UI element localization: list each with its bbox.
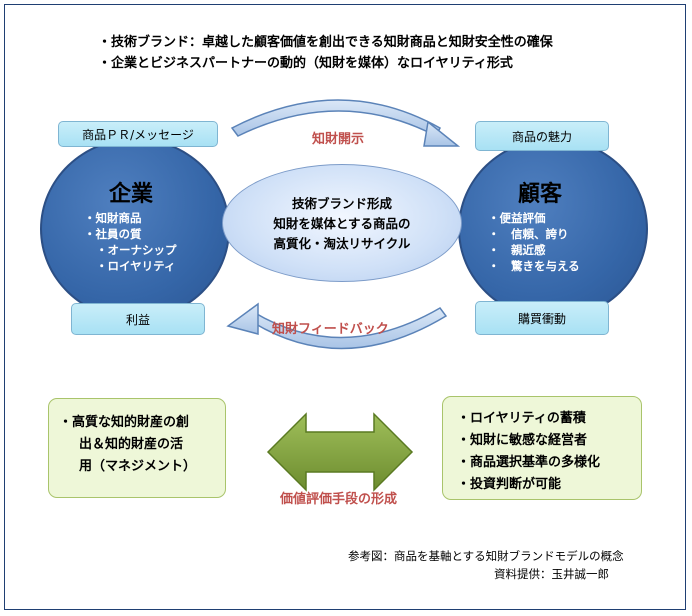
header-line-2: ・企業とビジネスパートナーの動的（知財を媒体）なロイヤリティ形式 <box>98 56 513 71</box>
company-item: ・ロイヤリティ <box>96 259 176 273</box>
customer-title: 顧客 <box>518 182 563 207</box>
header-line-1: ・技術ブランド：卓越した顧客価値を創出できる知財商品と知財安全性の確保 <box>98 35 553 50</box>
left-box-line: ・高質な知的財産の創 <box>59 415 190 430</box>
right-green-box: ・ロイヤリティの蓄積 ・知財に敏感な経営者 ・商品選択基準の多様化 ・投資判断が… <box>442 396 642 500</box>
center-line: 知財を媒体とする商品の <box>273 216 411 231</box>
left-green-box: ・高質な知的財産の創 出＆知的財産の活 用（マネジメント） <box>48 398 226 498</box>
company-circle <box>40 138 230 320</box>
customer-item: ・便益評価 <box>488 211 546 225</box>
customer-item: ・ 信頼、誇り <box>488 227 569 241</box>
diagram-frame <box>4 4 686 610</box>
customer-bottom-tag: 購買衝動 <box>475 301 609 335</box>
company-top-tag: 商品ＰＲ/メッセージ <box>58 121 218 147</box>
double-green-arrow <box>266 412 414 492</box>
right-box-line: ・知財に敏感な経営者 <box>457 433 588 448</box>
right-box-line: ・投資判断が可能 <box>457 477 562 492</box>
right-box-line: ・商品選択基準の多様化 <box>457 455 601 470</box>
left-box-line: 用（マネジメント） <box>79 459 197 474</box>
center-oval: 技術ブランド形成 知財を媒体とする商品の 高質化・淘汰リサイクル <box>222 164 462 282</box>
top-arrow-label: 知財開示 <box>312 132 365 147</box>
bottom-arrow-label: 知財フィードバック <box>272 322 389 337</box>
company-bottom-tag: 利益 <box>71 303 205 335</box>
customer-item: ・ 親近感 <box>488 243 546 257</box>
company-item: ・社員の質 <box>84 227 142 241</box>
center-line: 技術ブランド形成 <box>291 196 392 211</box>
customer-item: ・ 驚きを与える <box>488 259 580 273</box>
left-box-line: 出＆知的財産の活 <box>79 437 184 452</box>
caption-line-2: 資料提供：玉井誠一郎 <box>494 567 609 581</box>
right-box-line: ・ロイヤリティの蓄積 <box>457 411 586 426</box>
center-line: 高質化・淘汰リサイクル <box>273 236 411 251</box>
company-item: ・オーナシップ <box>96 243 177 257</box>
bottom-arc-arrow <box>226 302 448 350</box>
company-title: 企業 <box>109 182 154 207</box>
double-arrow-label: 価値評価手段の形成 <box>280 492 398 507</box>
top-arc-arrow <box>230 99 461 147</box>
customer-top-tag: 商品の魅力 <box>475 121 609 151</box>
caption-line-1: 参考図：商品を基軸とする知財ブランドモデルの概念 <box>348 549 624 563</box>
company-item: ・知財商品 <box>84 211 142 225</box>
